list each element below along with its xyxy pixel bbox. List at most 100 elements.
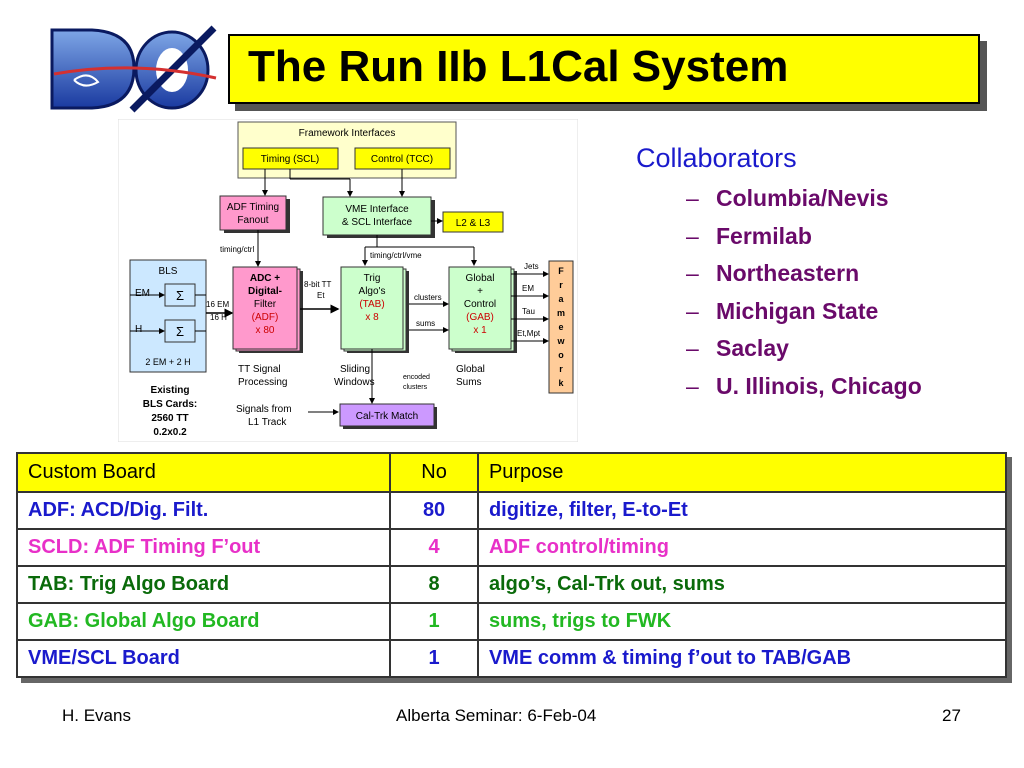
collaborators-list: –Columbia/Nevis –Fermilab –Northeastern … bbox=[636, 180, 1016, 405]
title-box: The Run IIb L1Cal System bbox=[228, 34, 980, 104]
global-line-0: Global bbox=[466, 273, 495, 284]
bit8-label-1: 8-bit TT bbox=[304, 280, 332, 289]
cell-purpose: algo’s, Cal-Trk out, sums bbox=[476, 565, 1008, 604]
trig-tab-box bbox=[340, 266, 404, 350]
cell-purpose: digitize, filter, E-to-Et bbox=[476, 491, 1008, 530]
collaborator-name: Northeastern bbox=[716, 260, 860, 286]
global-line-4: x 1 bbox=[473, 325, 487, 336]
tt-signal-label-2: Processing bbox=[238, 377, 287, 388]
collaborator-name: Fermilab bbox=[716, 222, 812, 249]
table-row: VME/SCL Board 1 VME comm & timing f’out … bbox=[15, 639, 1008, 678]
list-item: –Fermilab bbox=[636, 218, 1016, 256]
collaborator-name: U. Illinois, Chicago bbox=[716, 372, 922, 399]
cell-no: 80 bbox=[389, 491, 479, 530]
trig-line-2: (TAB) bbox=[359, 299, 384, 310]
cell-no: 1 bbox=[389, 639, 479, 678]
existing-line-3: 0.2x0.2 bbox=[153, 427, 187, 438]
h-label: H bbox=[135, 324, 142, 335]
adc-line-1: Digital- bbox=[248, 286, 282, 297]
trig-line-0: Trig bbox=[364, 273, 381, 284]
cell-no: 8 bbox=[389, 565, 479, 604]
l1cal-block-diagram: Framework Interfaces Timing (SCL) Contro… bbox=[118, 119, 578, 442]
timing-scl-label: Timing (SCL) bbox=[261, 154, 320, 165]
h16-label: 16 H bbox=[210, 313, 227, 322]
timing-ctrl-label: timing/ctrl bbox=[220, 245, 254, 254]
cell-purpose: VME comm & timing f’out to TAB/GAB bbox=[476, 639, 1008, 678]
fw-letter-0: F bbox=[558, 266, 564, 276]
cell-board: SCLD: ADF Timing F’out bbox=[15, 528, 392, 567]
dash-bullet: – bbox=[686, 222, 699, 249]
cell-board: VME/SCL Board bbox=[15, 639, 392, 678]
trig-line-1: Algo's bbox=[359, 286, 386, 297]
signals-label-1: Signals from bbox=[236, 404, 292, 415]
custom-boards-table: Custom Board No Purpose ADF: ACD/Dig. Fi… bbox=[15, 452, 1008, 678]
adf-timing-label-1: ADF Timing bbox=[227, 202, 279, 213]
table-header-row: Custom Board No Purpose bbox=[15, 452, 1008, 493]
list-item: –Michigan State bbox=[636, 293, 1016, 331]
table-row: SCLD: ADF Timing F’out 4 ADF control/tim… bbox=[15, 528, 1008, 567]
vme-label-1: VME Interface bbox=[345, 204, 409, 215]
dash-bullet: – bbox=[686, 185, 699, 211]
adc-line-4: x 80 bbox=[256, 325, 275, 336]
cell-purpose: sums, trigs to FWK bbox=[476, 602, 1008, 641]
dash-bullet: – bbox=[686, 335, 699, 361]
collaborators-section: Collaborators –Columbia/Nevis –Fermilab … bbox=[636, 143, 1016, 405]
fw-letter-8: k bbox=[558, 378, 564, 388]
tt-signal-label-1: TT Signal bbox=[238, 364, 281, 375]
global-sums-label-2: Sums bbox=[456, 377, 482, 388]
encoded-label-1: encoded bbox=[403, 374, 430, 381]
dash-bullet: – bbox=[686, 260, 699, 286]
timing-ctrl-vme-label: timing/ctrl/vme bbox=[370, 251, 422, 260]
list-item: –Columbia/Nevis bbox=[636, 180, 1016, 218]
sums-label: sums bbox=[416, 319, 435, 328]
global-line-2: Control bbox=[464, 299, 496, 310]
footer-author: H. Evans bbox=[62, 706, 131, 725]
em-label: EM bbox=[135, 288, 150, 299]
collaborators-heading: Collaborators bbox=[636, 143, 797, 173]
dash-bullet: – bbox=[686, 297, 699, 324]
fw-letter-5: w bbox=[556, 336, 565, 346]
global-gab-box bbox=[448, 266, 512, 350]
adf-timing-fanout-box bbox=[219, 195, 287, 231]
clusters-label: clusters bbox=[414, 293, 442, 302]
cell-board: ADF: ACD/Dig. Filt. bbox=[15, 491, 392, 530]
fw-letter-3: m bbox=[557, 308, 565, 318]
encoded-label-2: clusters bbox=[403, 384, 428, 391]
jets-label: Jets bbox=[524, 262, 539, 271]
global-line-3: (GAB) bbox=[466, 312, 494, 323]
header-purpose: Purpose bbox=[476, 452, 1008, 493]
fw-letter-4: e bbox=[558, 322, 563, 332]
adf-timing-label-2: Fanout bbox=[237, 215, 268, 226]
l2l3-box bbox=[442, 211, 504, 233]
sigma-em: Σ bbox=[176, 288, 184, 303]
sliding-label-1: Sliding bbox=[340, 364, 370, 375]
page-title: The Run IIb L1Cal System bbox=[248, 42, 789, 91]
caltrk-label: Cal-Trk Match bbox=[356, 411, 418, 422]
cell-no: 1 bbox=[389, 602, 479, 641]
cell-purpose: ADF control/timing bbox=[476, 528, 1008, 567]
bls-label: BLS bbox=[159, 266, 178, 277]
em16-label: 16 EM bbox=[206, 300, 229, 309]
etmpt-label: Et,Mpt bbox=[517, 329, 541, 338]
bls-box bbox=[129, 259, 207, 373]
global-sums-label-1: Global bbox=[456, 364, 485, 375]
sliding-label-2: Windows bbox=[334, 377, 375, 388]
vme-label-2: & SCL Interface bbox=[342, 217, 413, 228]
caltrk-match-box bbox=[339, 403, 435, 427]
adc-line-3: (ADF) bbox=[252, 312, 279, 323]
framework-box bbox=[548, 260, 574, 394]
framework-interfaces-label: Framework Interfaces bbox=[299, 128, 396, 139]
trig-line-3: x 8 bbox=[365, 312, 379, 323]
header-custom-board: Custom Board bbox=[15, 452, 392, 493]
table-row: TAB: Trig Algo Board 8 algo’s, Cal-Trk o… bbox=[15, 565, 1008, 604]
adc-line-2: Filter bbox=[254, 299, 277, 310]
table-row: GAB: Global Algo Board 1 sums, trigs to … bbox=[15, 602, 1008, 641]
existing-line-1: BLS Cards: bbox=[143, 399, 197, 410]
fw-letter-7: r bbox=[559, 364, 563, 374]
footer-event: Alberta Seminar: 6-Feb-04 bbox=[396, 706, 597, 725]
list-item: –U. Illinois, Chicago bbox=[636, 368, 1016, 406]
collaborator-name: Michigan State bbox=[716, 297, 879, 324]
table-row: ADF: ACD/Dig. Filt. 80 digitize, filter,… bbox=[15, 491, 1008, 530]
fw-letter-2: a bbox=[558, 294, 564, 304]
collaborator-name: Saclay bbox=[716, 335, 789, 361]
